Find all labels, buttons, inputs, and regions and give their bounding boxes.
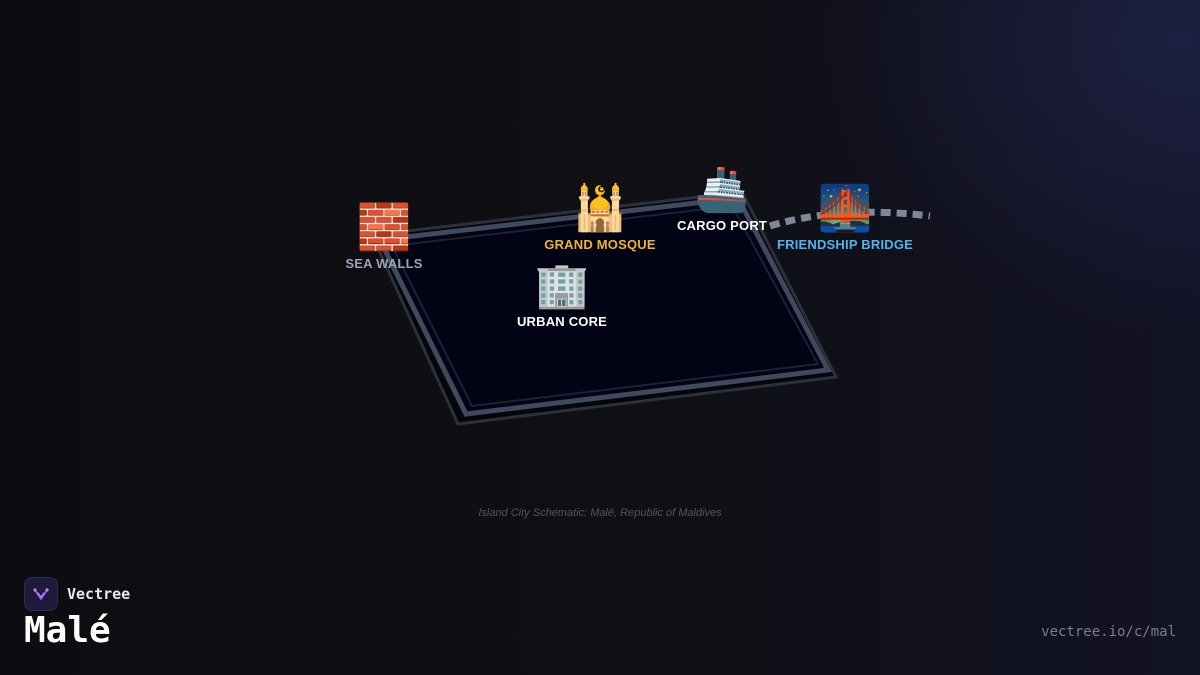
marker-label: CARGO PORT bbox=[676, 218, 768, 233]
brand-name: Vectree bbox=[67, 585, 131, 603]
marker-label: GRAND MOSQUE bbox=[544, 237, 656, 252]
brick-wall-icon: 🧱 bbox=[356, 202, 412, 253]
marker-label: FRIENDSHIP BRIDGE bbox=[776, 237, 914, 252]
ship-icon: 🚢 bbox=[694, 164, 750, 215]
marker-label: URBAN CORE bbox=[516, 314, 608, 329]
mosque-icon: 🕌 bbox=[572, 183, 628, 234]
island-outline bbox=[376, 195, 832, 417]
island-inner-rim bbox=[390, 204, 820, 408]
schematic-caption: Island City Schematic: Malé, Republic of… bbox=[478, 507, 722, 519]
bridge-icon: 🌉 bbox=[817, 183, 873, 234]
vectree-logo-icon bbox=[24, 577, 58, 611]
marker-friendship-bridge[interactable]: 🌉 FRIENDSHIP BRIDGE bbox=[776, 183, 914, 253]
marker-urban-core[interactable]: 🏢 URBAN CORE bbox=[516, 260, 608, 330]
office-building-icon: 🏢 bbox=[534, 260, 590, 311]
marker-label: SEA WALLS bbox=[345, 256, 423, 271]
page-url[interactable]: vectree.io/c/mal bbox=[1041, 624, 1176, 640]
bridge-path bbox=[768, 208, 931, 230]
marker-sea-walls[interactable]: 🧱 SEA WALLS bbox=[345, 202, 423, 272]
brand[interactable]: Vectree bbox=[24, 577, 130, 611]
marker-grand-mosque[interactable]: 🕌 GRAND MOSQUE bbox=[544, 183, 656, 253]
city-title: Malé bbox=[24, 610, 111, 651]
marker-cargo-port[interactable]: 🚢 CARGO PORT bbox=[676, 164, 768, 234]
